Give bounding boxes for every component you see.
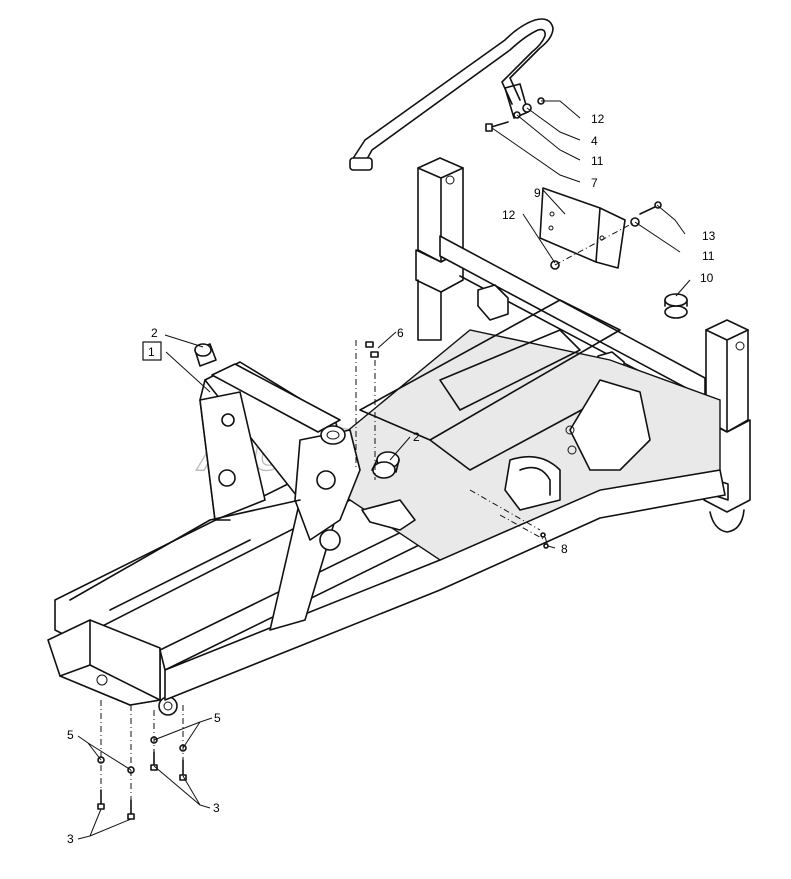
callout-7: 7 (591, 176, 598, 190)
callout-5-left: 5 (67, 728, 74, 742)
callout-2-lower: 2 (413, 430, 420, 444)
callout-11-upper: 11 (591, 154, 604, 168)
handrail (349, 18, 554, 171)
clips-6 (365, 341, 379, 358)
callout-5-right: 5 (214, 711, 221, 725)
lower-bolts (97, 736, 187, 820)
callout-6: 6 (397, 326, 404, 340)
callout-1: 1 (148, 345, 155, 359)
callout-3-right: 3 (213, 801, 220, 815)
callout-12-upper: 12 (591, 112, 605, 126)
callout-box-1 (142, 341, 162, 361)
callout-3-left: 3 (67, 832, 74, 846)
a-frame (69, 361, 361, 631)
bracket-9 (539, 187, 626, 269)
assembly-lines (100, 221, 636, 800)
callout-10: 10 (700, 271, 714, 285)
bushing-10 (664, 293, 688, 319)
callout-2-upper: 2 (151, 326, 158, 340)
callout-4: 4 (591, 134, 598, 148)
callout-11-lower: 11 (702, 249, 715, 263)
callout-9: 9 (534, 186, 541, 200)
leader-lines (77, 100, 691, 840)
main-frame (47, 299, 726, 716)
callout-13: 13 (702, 229, 716, 243)
callout-12-lower: 12 (502, 208, 516, 222)
callout-8: 8 (561, 542, 568, 556)
